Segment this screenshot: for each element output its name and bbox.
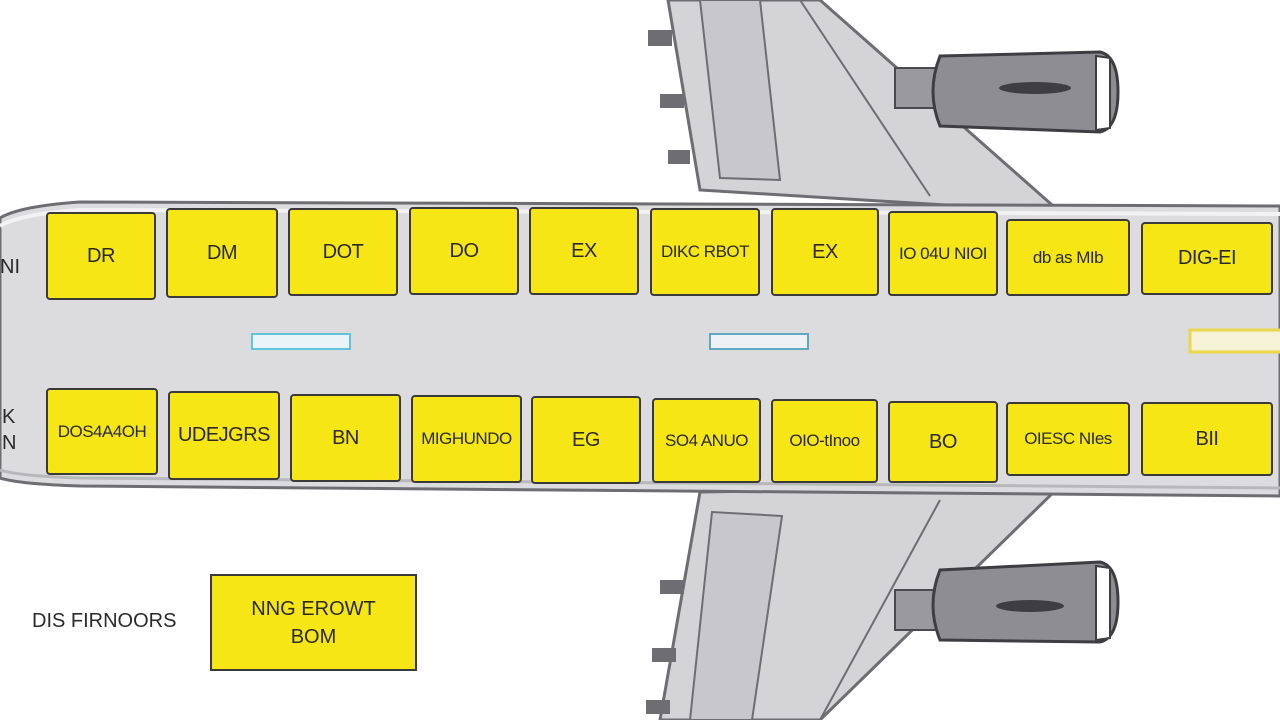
seat[interactable]: db as MIb — [1006, 219, 1130, 296]
legend-box-line-2: BOM — [290, 625, 337, 648]
seat[interactable]: BII — [1141, 402, 1273, 476]
seat[interactable]: DM — [166, 208, 278, 298]
seat[interactable]: OIESC NIes — [1006, 402, 1130, 476]
edge-label-bottom-1: K — [2, 406, 16, 428]
upper-engine — [894, 50, 1120, 134]
seat[interactable]: MIGHUNDO — [411, 395, 522, 483]
seat[interactable]: UDEJGRS — [168, 391, 280, 480]
seat[interactable]: IO 04U NIOI — [888, 211, 998, 296]
seat[interactable]: EG — [531, 396, 641, 484]
legend-label: DIS FIRNOORS — [32, 610, 177, 632]
aisle-marker — [251, 333, 351, 350]
legend-box-line-1: NNG EROWT — [251, 597, 376, 620]
seat[interactable]: SO4 ANUO — [652, 398, 761, 483]
seat[interactable]: EX — [771, 208, 879, 296]
seat[interactable]: DIKC RBOT — [650, 208, 760, 296]
seat[interactable]: BO — [888, 401, 998, 483]
seat[interactable]: EX — [529, 207, 639, 295]
seat[interactable]: DOT — [288, 208, 398, 296]
seat[interactable]: BN — [290, 394, 401, 482]
seat[interactable]: DO — [409, 207, 519, 295]
aisle-marker — [1188, 328, 1280, 354]
seat[interactable]: OIO-tInoo — [771, 399, 878, 483]
edge-label-bottom-2: N — [2, 432, 17, 454]
lower-engine — [894, 560, 1120, 644]
legend-box: NNG EROWT BOM — [210, 574, 417, 671]
upper-wing — [648, 0, 1065, 214]
seat[interactable]: DR — [46, 212, 156, 300]
aisle-marker — [709, 333, 809, 350]
lower-wing — [646, 484, 1064, 720]
seat[interactable]: DIG-EI — [1141, 222, 1273, 295]
seat[interactable]: DOS4A4OH — [46, 388, 158, 475]
edge-label-top: NI — [0, 256, 20, 278]
